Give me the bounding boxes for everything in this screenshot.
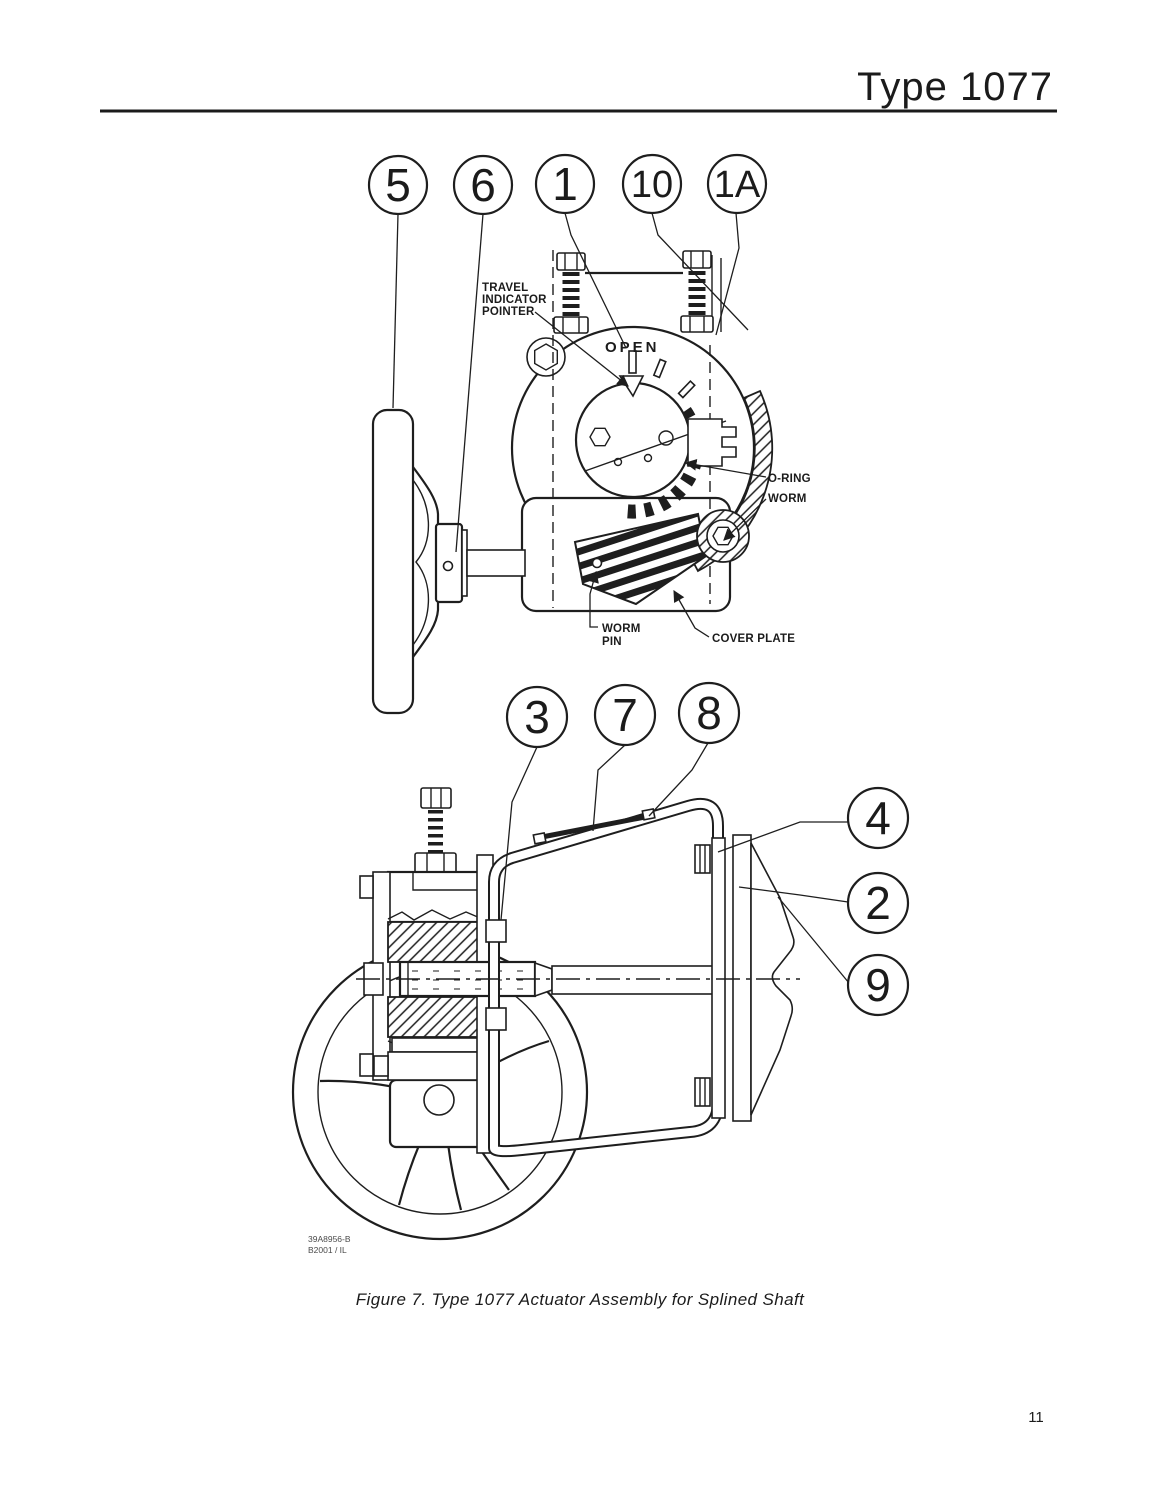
callout-10-number: 10 — [631, 164, 673, 206]
travel-indicator-scale: OPEN — [605, 339, 696, 399]
callout-8-number: 8 — [696, 687, 722, 739]
callout-3-number: 3 — [524, 691, 550, 743]
actuator-rod — [551, 965, 719, 995]
callout-8: 8 — [677, 681, 741, 745]
o-ring-label: O-RING — [768, 473, 811, 485]
travel-indicator-label-2: INDICATOR — [482, 294, 547, 306]
figure-caption: Figure 7. Type 1077 Actuator Assembly fo… — [356, 1290, 805, 1309]
page-title: Type 1077 — [857, 65, 1053, 109]
callout-9-number: 9 — [865, 959, 891, 1011]
callout-7: 7 — [593, 683, 657, 747]
callout-10: 10 — [621, 153, 683, 215]
indicator-plate-and-cap-screws — [553, 250, 722, 334]
travel-indicator-label-1: TRAVEL — [482, 282, 528, 294]
callout-5: 5 — [367, 154, 429, 216]
splined-shaft-end — [687, 418, 737, 467]
yoke-screw-right — [641, 807, 656, 821]
worm-gear-section-lower — [387, 996, 481, 1038]
callout-1A: 1A — [706, 153, 768, 215]
cover-plate-label: COVER PLATE — [712, 633, 795, 645]
hex-boss — [526, 337, 566, 377]
worm-bearing-boss — [696, 509, 750, 563]
callout-1-number: 1 — [552, 158, 578, 210]
dial-disc — [574, 381, 737, 499]
drawing-number-line2: B2001 / IL — [308, 1245, 347, 1255]
top-callout-leaders — [392, 212, 749, 553]
worm-pin-label-1: WORM — [602, 623, 640, 635]
callout-2: 2 — [846, 871, 910, 935]
callout-9: 9 — [846, 953, 910, 1017]
callout-3: 3 — [505, 685, 569, 749]
callout-5-number: 5 — [385, 159, 411, 211]
actuator-side-view-diagram: OPEN TRAVEL INDICATOR POINTER O-RING WOR… — [367, 153, 811, 715]
handwheel-hub-block — [388, 1078, 485, 1149]
callout-1A-number: 1A — [714, 164, 761, 206]
top-diagram-labels: TRAVEL INDICATOR POINTER O-RING WORM WOR… — [482, 282, 811, 648]
input-shaft — [466, 549, 526, 577]
callout-2-number: 2 — [865, 877, 891, 929]
bottom-callout-leaders — [500, 742, 850, 984]
callout-7-number: 7 — [612, 689, 638, 741]
travel-indicator-label-3: POINTER — [482, 306, 535, 318]
worm-gear-section-upper — [387, 921, 481, 963]
callout-4: 4 — [846, 786, 910, 850]
dial-hex-screw — [589, 427, 611, 447]
open-label: OPEN — [605, 339, 660, 356]
callout-4-number: 4 — [865, 792, 891, 844]
handwheel-side-view — [371, 408, 526, 715]
callout-6-number: 6 — [470, 159, 496, 211]
callout-1: 1 — [534, 153, 596, 215]
yoke-screw-left — [532, 831, 547, 845]
drawing-number-line1: 39A8956-B — [308, 1234, 351, 1244]
callout-6: 6 — [452, 154, 514, 216]
actuator-section-view-diagram: 3 7 8 4 2 9 39A8956-B B2001 / IL — [291, 681, 910, 1255]
worm-pin-label-2: PIN — [602, 636, 622, 648]
worm — [573, 512, 708, 606]
worm-pin-hole — [591, 557, 603, 569]
worm-label: WORM — [768, 493, 806, 505]
page-number: 11 — [1028, 1409, 1044, 1426]
